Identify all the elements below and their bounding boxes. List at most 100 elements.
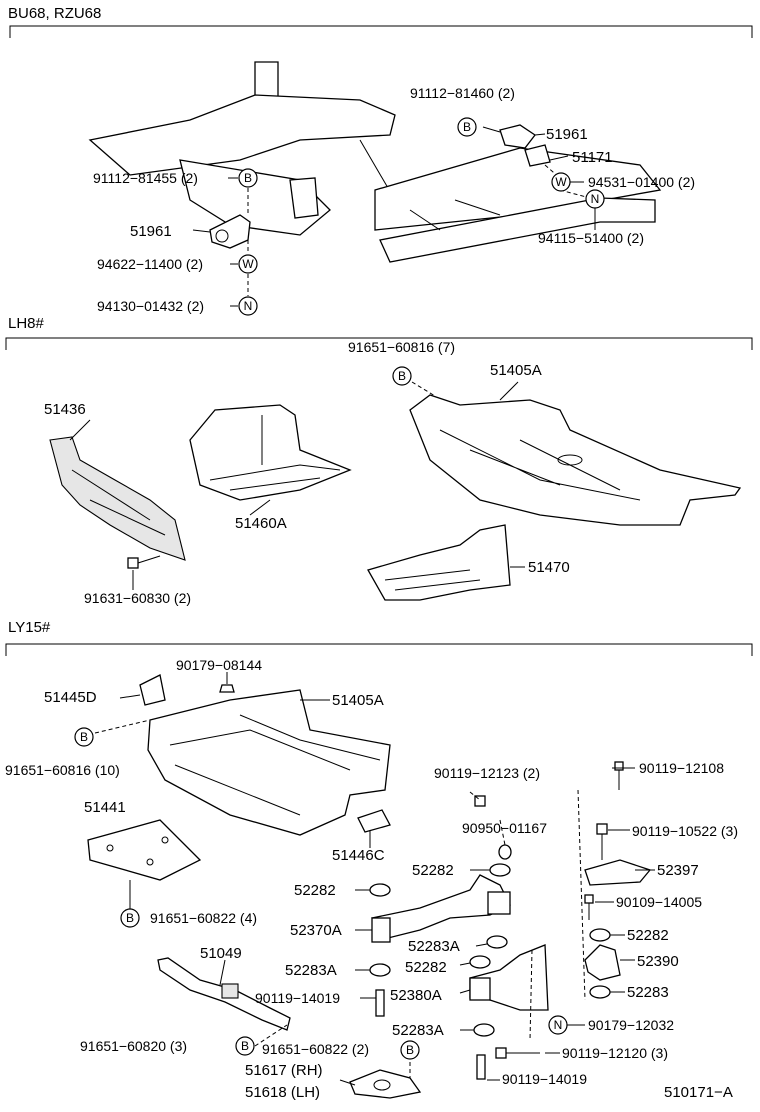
svg-text:B: B (398, 369, 406, 383)
bolt-90119-14019-a (375, 989, 385, 1017)
marker-b-s2: B (392, 366, 412, 386)
svg-text:N: N (244, 299, 253, 313)
marker-b-s1-left: B (238, 168, 258, 188)
bolt-90950-01167 (498, 844, 512, 860)
washer-52282-d (589, 928, 611, 942)
label-90119-10522: 90119−10522 (3) (632, 823, 738, 839)
section-title-ly15: LY15# (8, 619, 51, 636)
svg-text:N: N (554, 1018, 563, 1032)
svg-text:B: B (463, 120, 471, 134)
bolt-90109-14005 (584, 894, 594, 920)
svg-text:N: N (591, 192, 600, 206)
svg-text:B: B (241, 1039, 249, 1053)
label-51961-right: 51961 (546, 126, 588, 143)
label-51436: 51436 (44, 401, 86, 418)
label-52283A-b: 52283A (285, 962, 337, 979)
label-52390: 52390 (637, 953, 679, 970)
label-51445D: 51445D (44, 689, 97, 706)
marker-b-s3-plate: B (120, 908, 140, 928)
bracket-51961-right (499, 124, 551, 167)
part-51617-51618 (349, 1069, 422, 1099)
marker-b-s3-bar: B (235, 1036, 255, 1056)
label-90119-14019-b: 90119−14019 (502, 1071, 587, 1087)
part-51405A-s3 (147, 689, 391, 836)
part-52380A (469, 944, 549, 1011)
part-51460A (189, 404, 352, 501)
part-52397 (584, 859, 652, 886)
washer-52283A-a (486, 935, 508, 949)
label-52283: 52283 (627, 984, 669, 1001)
label-52282-b: 52282 (412, 862, 454, 879)
label-94622-11400: 94622−11400 (2) (97, 256, 203, 272)
bolt-91631-60830 (127, 555, 161, 569)
label-51405A-s3: 51405A (332, 692, 384, 709)
label-51171: 51171 (572, 149, 613, 166)
marker-b-s3-bracket: B (400, 1040, 420, 1060)
label-91651-60816-10: 91651−60816 (10) (5, 762, 120, 778)
label-91112-81460: 91112−81460 (2) (410, 85, 515, 101)
label-90109-14005: 90109−14005 (616, 894, 702, 910)
bolt-90119-12120 (495, 1047, 540, 1059)
label-51961-left: 51961 (130, 223, 172, 240)
svg-text:B: B (244, 171, 252, 185)
label-52283A-a: 52283A (408, 938, 460, 955)
label-90119-12108: 90119−12108 (639, 760, 724, 776)
label-91651-60820: 91651−60820 (3) (80, 1038, 187, 1054)
marker-b-s1-right: B (457, 117, 477, 137)
nut-90179-08144 (219, 684, 235, 693)
part-51436 (49, 436, 186, 561)
marker-n-s1-right: N (585, 189, 605, 209)
section2-leaders (69, 381, 525, 590)
bolt-90119-10522 (596, 823, 608, 860)
label-91651-60822-2: 91651−60822 (2) (262, 1041, 369, 1057)
label-51441: 51441 (84, 799, 126, 816)
label-51446C: 51446C (332, 847, 385, 864)
label-91112-81455: 91112−81455 (2) (93, 170, 198, 186)
part-51446C (357, 809, 391, 833)
part-51470 (367, 524, 511, 601)
section-bracket-1 (9, 25, 753, 38)
marker-n-s3: N (548, 1015, 568, 1035)
bracket-51961-left (209, 214, 251, 249)
bolt-90119-14019-b (476, 1054, 486, 1080)
label-90119-12120: 90119−12120 (3) (562, 1045, 668, 1061)
svg-text:W: W (555, 175, 567, 189)
frame-rail-left (88, 61, 396, 236)
section-title-bu68: BU68, RZU68 (8, 5, 101, 22)
label-94130-01432: 94130−01432 (2) (97, 298, 204, 314)
washer-52282-c (469, 955, 491, 969)
label-94531-01400: 94531−01400 (2) (588, 174, 695, 190)
svg-text:B: B (126, 911, 134, 925)
label-51618-lh: 51618 (LH) (245, 1084, 320, 1101)
part-51445D (139, 674, 166, 706)
label-51617-rh: 51617 (RH) (245, 1062, 323, 1079)
washer-52283A-c (473, 1023, 495, 1037)
svg-text:B: B (80, 730, 88, 744)
svg-text:B: B (406, 1043, 414, 1057)
marker-n-s1-left: N (238, 296, 258, 316)
label-91631-60830: 91631−60830 (2) (84, 590, 191, 606)
part-51441 (87, 819, 202, 881)
reference-number: 510171−A (664, 1084, 733, 1101)
section-bracket-3 (5, 643, 753, 656)
label-90179-12032: 90179−12032 (588, 1017, 674, 1033)
section-title-lh8: LH8# (8, 315, 45, 332)
label-90179-08144: 90179−08144 (176, 657, 262, 673)
label-91651-60816-7: 91651−60816 (7) (348, 339, 455, 355)
part-52390 (584, 944, 621, 981)
label-94115-51400: 94115−51400 (2) (538, 230, 644, 246)
label-52397: 52397 (657, 862, 699, 879)
part-52370A (371, 874, 511, 943)
label-52282-d: 52282 (627, 927, 669, 944)
part-51049 (157, 957, 291, 1031)
part-51405A-s2 (409, 394, 742, 526)
washer-52283 (589, 985, 611, 999)
label-91651-60822-4: 91651−60822 (4) (150, 910, 257, 926)
washer-52282-a (369, 883, 391, 897)
label-52283A-c: 52283A (392, 1022, 444, 1039)
svg-text:W: W (242, 257, 254, 271)
washer-52283A-b (369, 963, 391, 977)
section-bracket-2 (5, 337, 753, 350)
label-51470: 51470 (528, 559, 570, 576)
